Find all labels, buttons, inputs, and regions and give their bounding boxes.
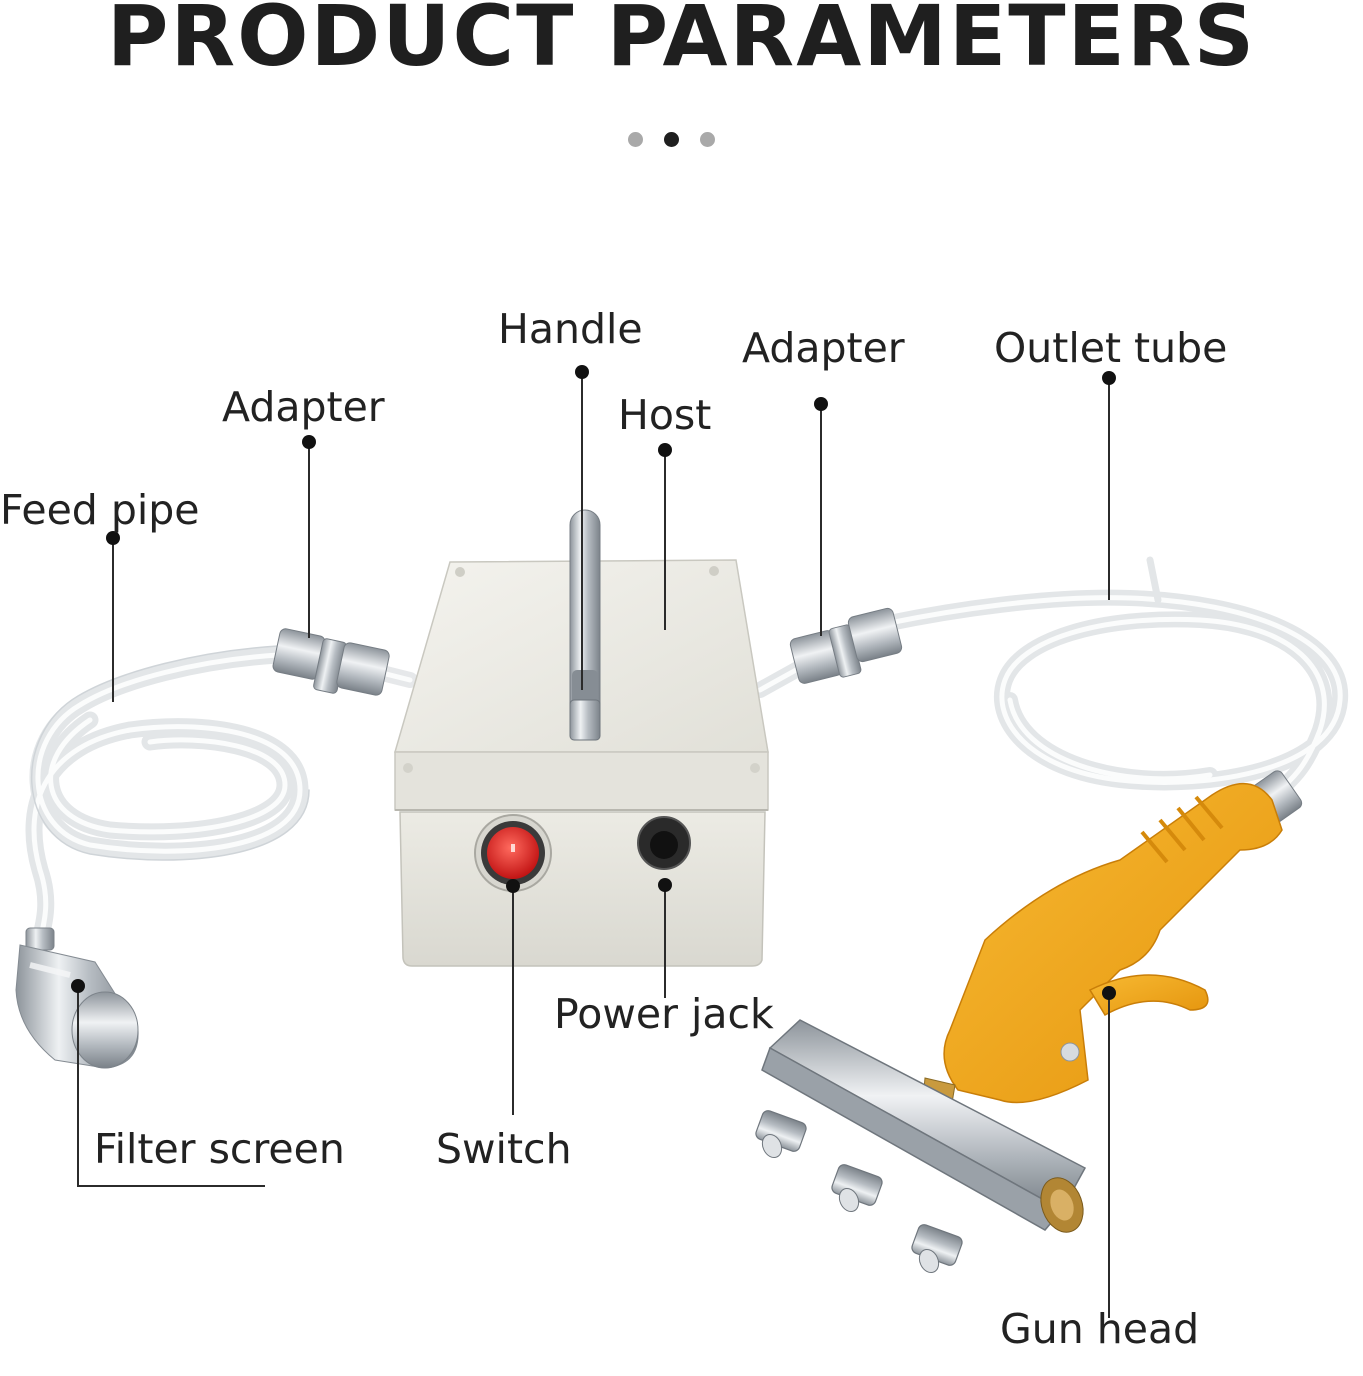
feed-pipe-tube — [25, 645, 418, 949]
label-feed-pipe: Feed pipe — [0, 486, 200, 534]
leader-line-filter-screen — [77, 986, 265, 1187]
marker-dot-power-jack — [658, 878, 672, 892]
label-filter-screen: Filter screen — [94, 1125, 345, 1173]
left-adapter-fitting — [272, 628, 390, 696]
page-title: PRODUCT PARAMETERS — [106, 0, 1257, 85]
marker-dot-filter-screen — [71, 979, 85, 993]
label-gun-head: Gun head — [1000, 1305, 1200, 1353]
marker-dot-handle — [575, 365, 589, 379]
label-switch: Switch — [436, 1125, 572, 1173]
label-outlet-tube: Outlet tube — [994, 324, 1228, 372]
outlet-tube — [752, 556, 1349, 798]
marker-dot-gun-head — [1102, 986, 1116, 1000]
marker-dot-feed-pipe — [106, 531, 120, 545]
marker-dot-switch — [506, 879, 520, 893]
leader-lines — [71, 365, 1116, 1318]
carousel-dot[interactable] — [664, 132, 679, 147]
marker-dot-adapter-left — [302, 435, 316, 449]
label-handle: Handle — [498, 305, 643, 353]
gun-head — [755, 770, 1303, 1274]
handle-bar — [569, 509, 601, 741]
label-host: Host — [618, 391, 712, 439]
marker-dot-outlet-tube — [1102, 371, 1116, 385]
carousel-dot[interactable] — [700, 132, 715, 147]
rocker-switch[interactable] — [474, 814, 552, 892]
label-adapter-left: Adapter — [222, 383, 385, 431]
carousel-dot[interactable] — [628, 132, 643, 147]
marker-dot-host — [658, 443, 672, 457]
power-jack-socket[interactable] — [637, 816, 691, 870]
carousel-dots — [626, 132, 718, 148]
label-power-jack: Power jack — [554, 990, 774, 1038]
right-adapter-fitting — [789, 607, 903, 684]
marker-dot-adapter-right — [814, 397, 828, 411]
label-adapter-right: Adapter — [742, 324, 905, 372]
